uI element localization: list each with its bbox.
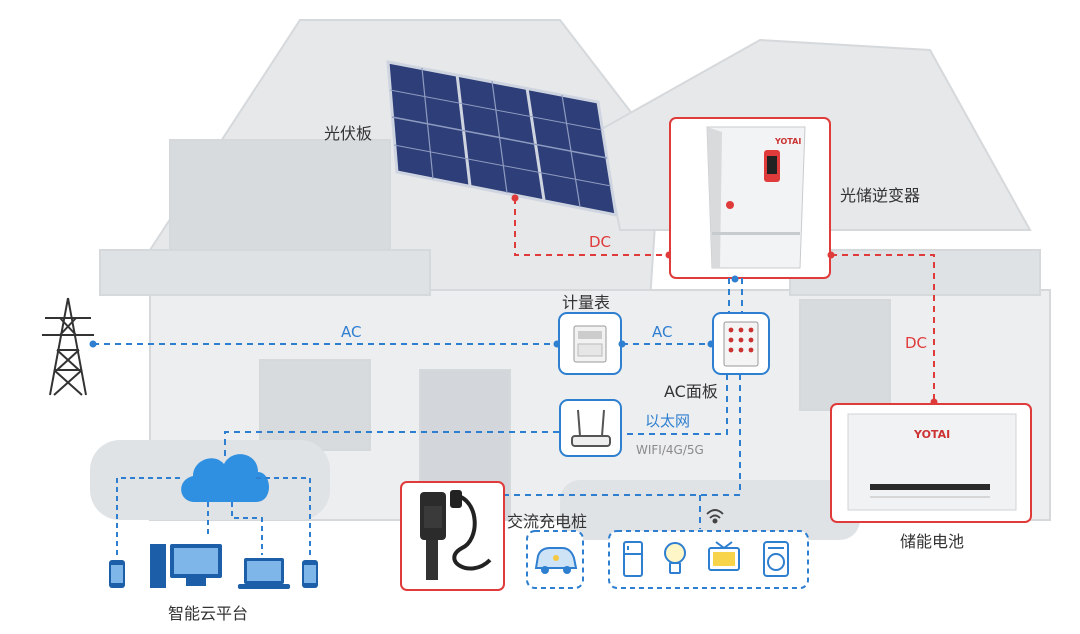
dc-line-battery — [831, 254, 935, 402]
router-box — [559, 399, 622, 457]
router-icon — [571, 409, 611, 447]
wifi-icon — [706, 509, 724, 524]
ac-panel-icon — [723, 321, 759, 367]
cloud-links — [116, 477, 311, 558]
battery-device — [847, 413, 1017, 511]
charger-device — [420, 490, 492, 580]
inverter-logo: YOTAI — [774, 137, 801, 146]
inverter-device — [706, 126, 806, 269]
ethernet-line-panel — [622, 374, 728, 435]
dc-label-battery: DC — [905, 334, 928, 352]
internet-line — [224, 431, 559, 456]
ac-panel-label: AC面板 — [664, 382, 718, 401]
inverter-label: 光储逆变器 — [840, 186, 921, 205]
ac-node-meter-right — [618, 340, 626, 348]
dc-node-inverter-right — [827, 251, 835, 259]
ac-label-grid: AC — [341, 323, 362, 341]
phone-icon — [109, 560, 125, 588]
cloud-icon — [181, 454, 269, 502]
dc-line-pv — [514, 198, 668, 256]
transmission-tower-icon — [42, 297, 94, 396]
meter-icon — [573, 325, 607, 363]
ac-label-meter-panel: AC — [652, 323, 673, 341]
laptop-icon — [238, 558, 290, 589]
fridge-icon — [623, 541, 643, 577]
car-icon — [534, 547, 578, 574]
desktop-icon — [150, 544, 222, 588]
tv-icon — [708, 541, 740, 571]
dc-label-pv: DC — [589, 233, 612, 251]
cloud-platform-label: 智能云平台 — [168, 604, 249, 623]
phone-icon-right — [302, 560, 318, 588]
meter-label: 计量表 — [562, 293, 611, 312]
load-line-panel — [505, 374, 741, 496]
charger-label: 交流充电桩 — [507, 512, 588, 531]
dc-node-pv — [511, 194, 519, 202]
ac-node-grid — [89, 340, 97, 348]
solar-panel — [386, 60, 618, 217]
ethernet-label: 以太网 — [645, 412, 691, 430]
bulb-icon — [664, 542, 686, 574]
battery-logo: YOTAI — [913, 428, 950, 441]
ac-node-inverter — [731, 275, 739, 283]
washer-icon — [763, 541, 789, 577]
pv-panel-label: 光伏板 — [324, 124, 373, 143]
battery-label: 储能电池 — [900, 532, 965, 551]
wireless-label: WIFI/4G/5G — [636, 443, 704, 457]
